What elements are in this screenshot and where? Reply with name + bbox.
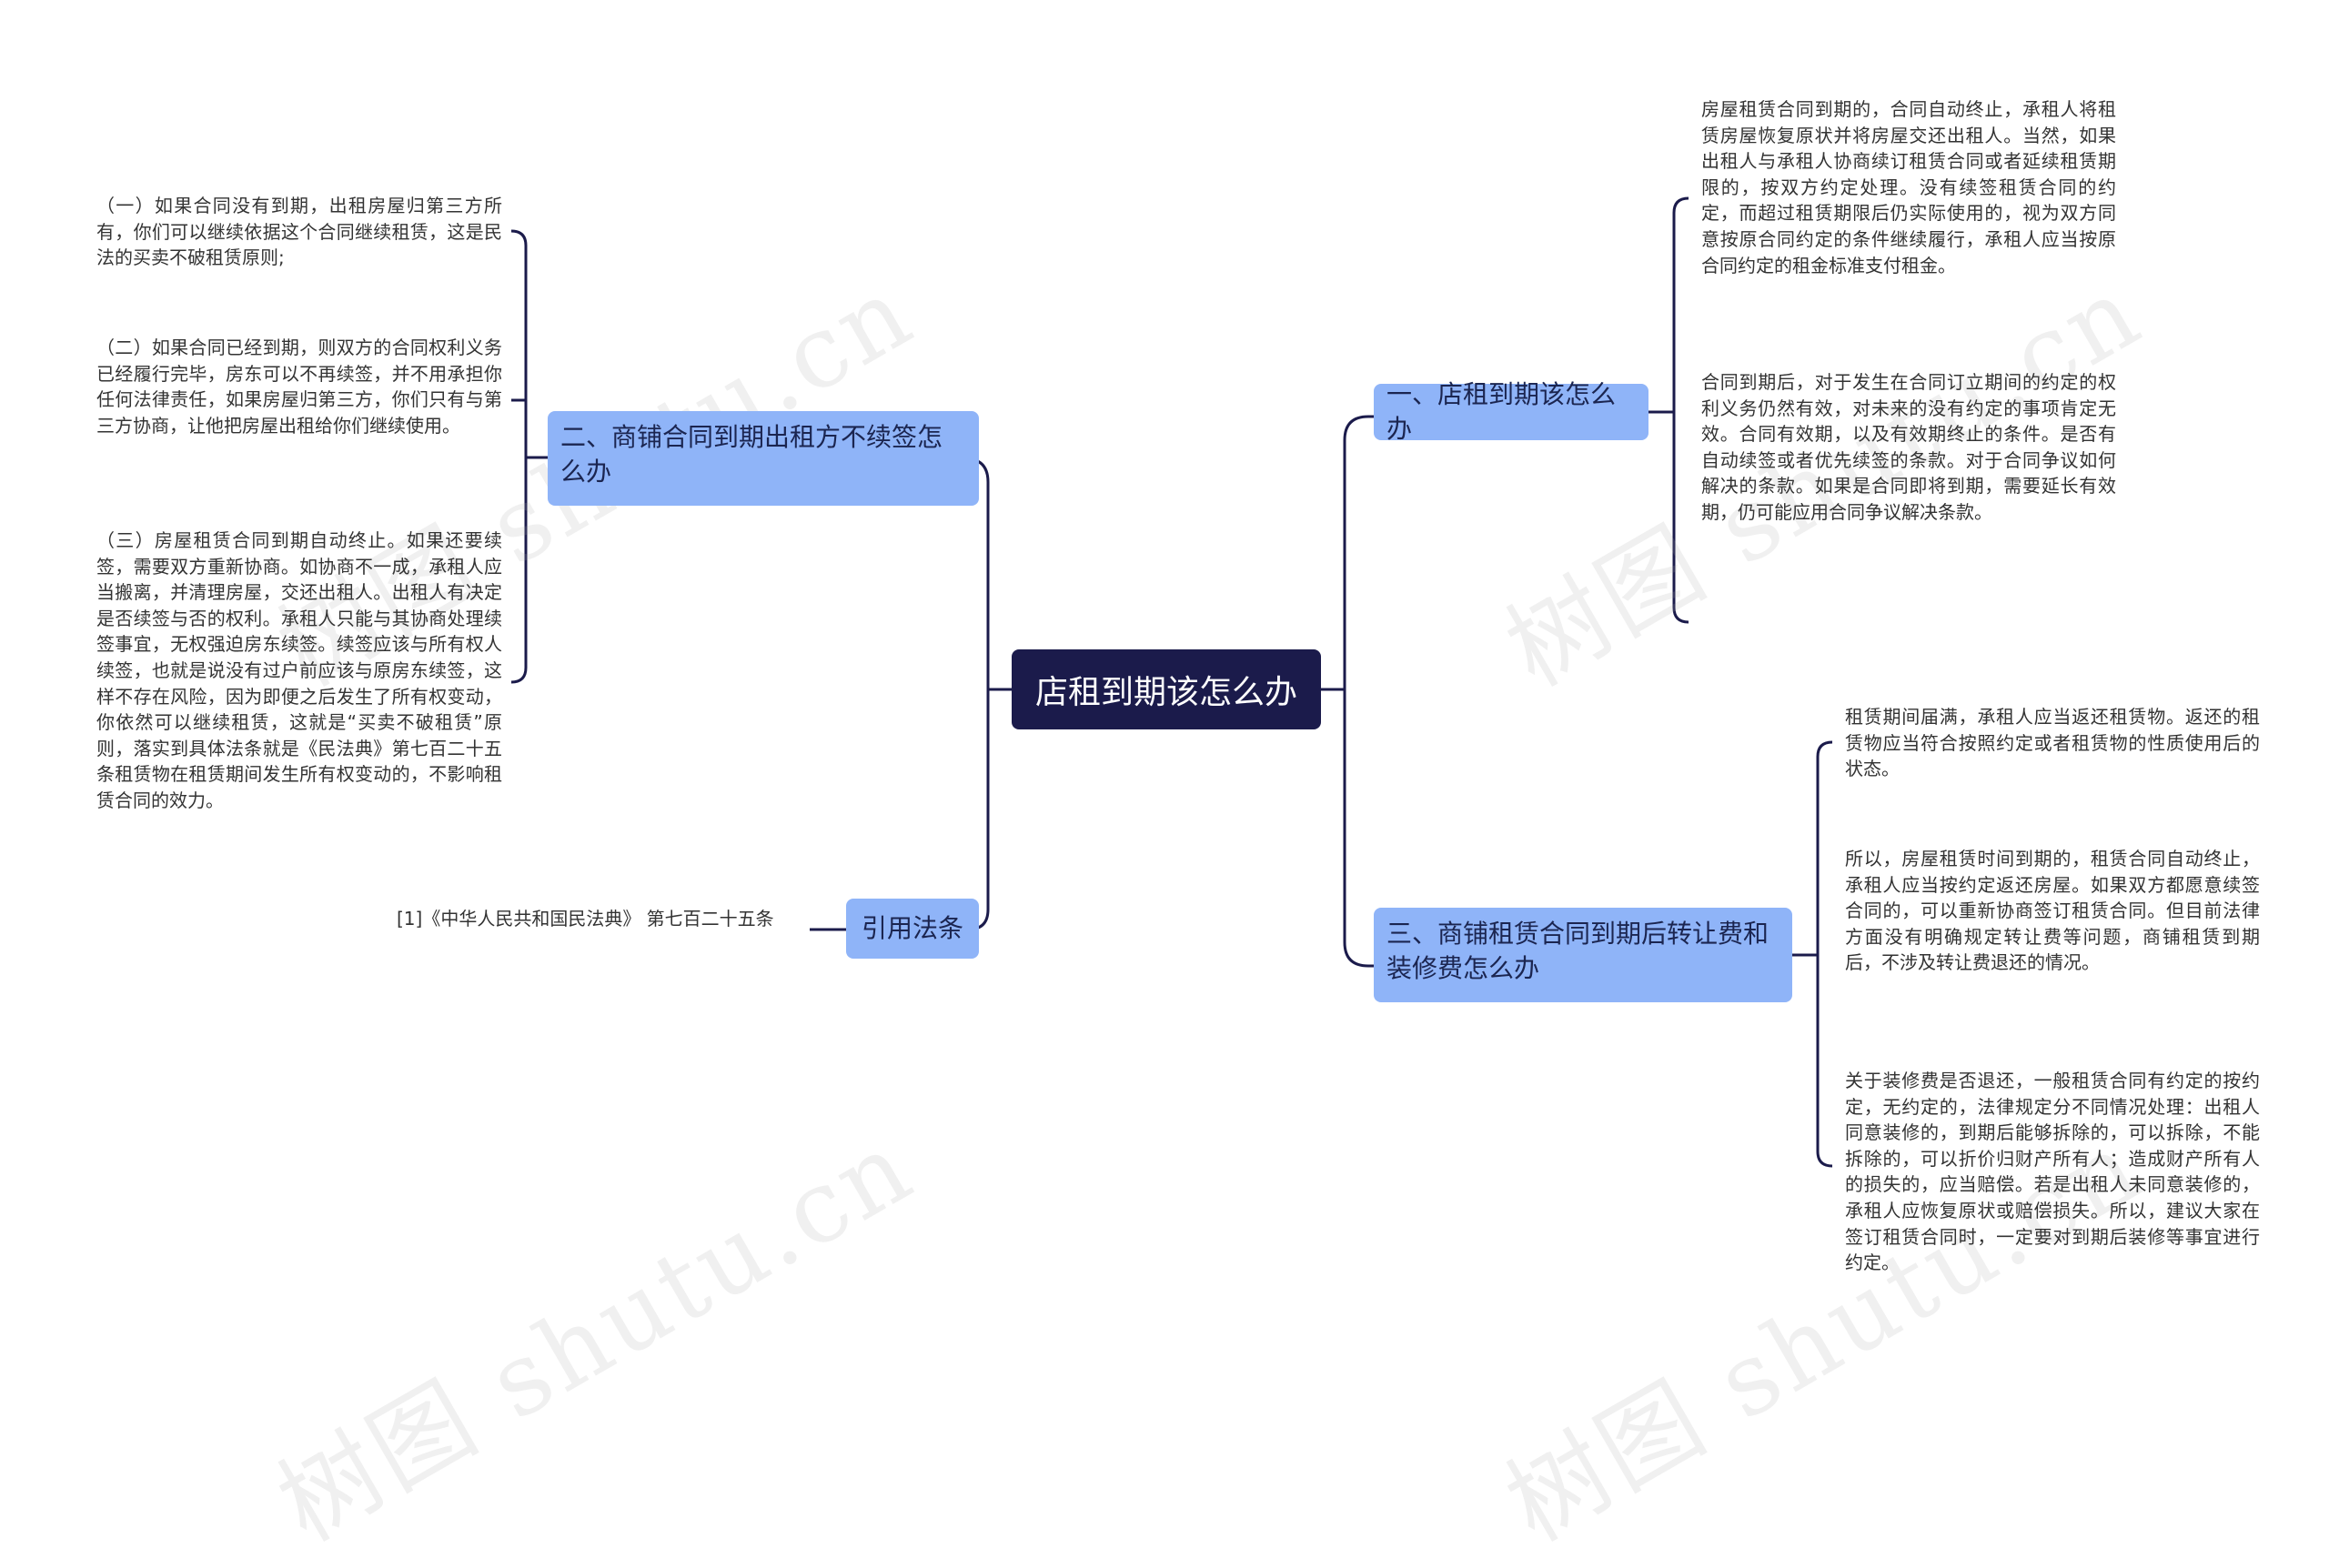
leaf-text: （二）如果合同已经到期，则双方的合同权利义务已经履行完毕，房东可以不再续签，并不… (96, 337, 502, 437)
branch-node-label: 引用法条 (861, 913, 963, 943)
branch-node-label: 二、商铺合同到期出租方不续签怎么办 (560, 422, 943, 487)
branch-node-3[interactable]: 三、商铺租赁合同到期后转让费和装修费怎么办 (1374, 908, 1792, 1002)
leaf-text: 合同到期后，对于发生在合同订立期间的约定的权利义务仍然有效，对未来的没有约定的事… (1701, 371, 2116, 523)
leaf-text: 租赁期间届满，承租人应当返还租赁物。返还的租赁物应当符合按照约定或者租赁物的性质… (1845, 706, 2260, 780)
branch-node-4[interactable]: 引用法条 (846, 899, 979, 959)
leaf-text: 房屋租赁合同到期的，合同自动终止，承租人将租赁房屋恢复原状并将房屋交还出租人。当… (1701, 98, 2116, 276)
leaf-text: 关于装修费是否退还，一般租赁合同有约定的按约定，无约定的，法律规定分不同情况处理… (1845, 1070, 2260, 1274)
mind-map-canvas: 树图 shutu.cn 树图 shutu.cn 树图 shutu.cn 树图 s… (96, 98, 2260, 1563)
leaf-text: （三）房屋租赁合同到期自动终止。如果还要续签，需要双方重新协商。如协商不一成，承… (96, 529, 502, 811)
branch-node-label: 一、店租到期该怎么办 (1386, 379, 1617, 444)
leaf-text: （一）如果合同没有到期，出租房屋归第三方所有，你们可以继续依据这个合同继续租赁，… (96, 195, 502, 269)
leaf-text: [1]《中华人民共和国民法典》 第七百二十五条 (397, 908, 774, 930)
branch-node-label: 三、商铺租赁合同到期后转让费和装修费怎么办 (1386, 919, 1769, 983)
branch-node-2[interactable]: 二、商铺合同到期出租方不续签怎么办 (548, 411, 979, 506)
root-node[interactable]: 店租到期该怎么办 (1012, 649, 1321, 729)
link-root-b3 (1343, 689, 1374, 968)
branch-node-1[interactable]: 一、店租到期该怎么办 (1374, 379, 1648, 444)
link-root-b4 (967, 689, 990, 931)
connector-lines (510, 196, 1833, 1168)
leaf-text: 所以，房屋租赁时间到期的，租赁合同自动终止，承租人应当按约定返还房屋。如果双方都… (1845, 848, 2260, 974)
link-root-b1 (1321, 415, 1374, 691)
root-node-label: 店租到期该怎么办 (1034, 674, 1297, 711)
